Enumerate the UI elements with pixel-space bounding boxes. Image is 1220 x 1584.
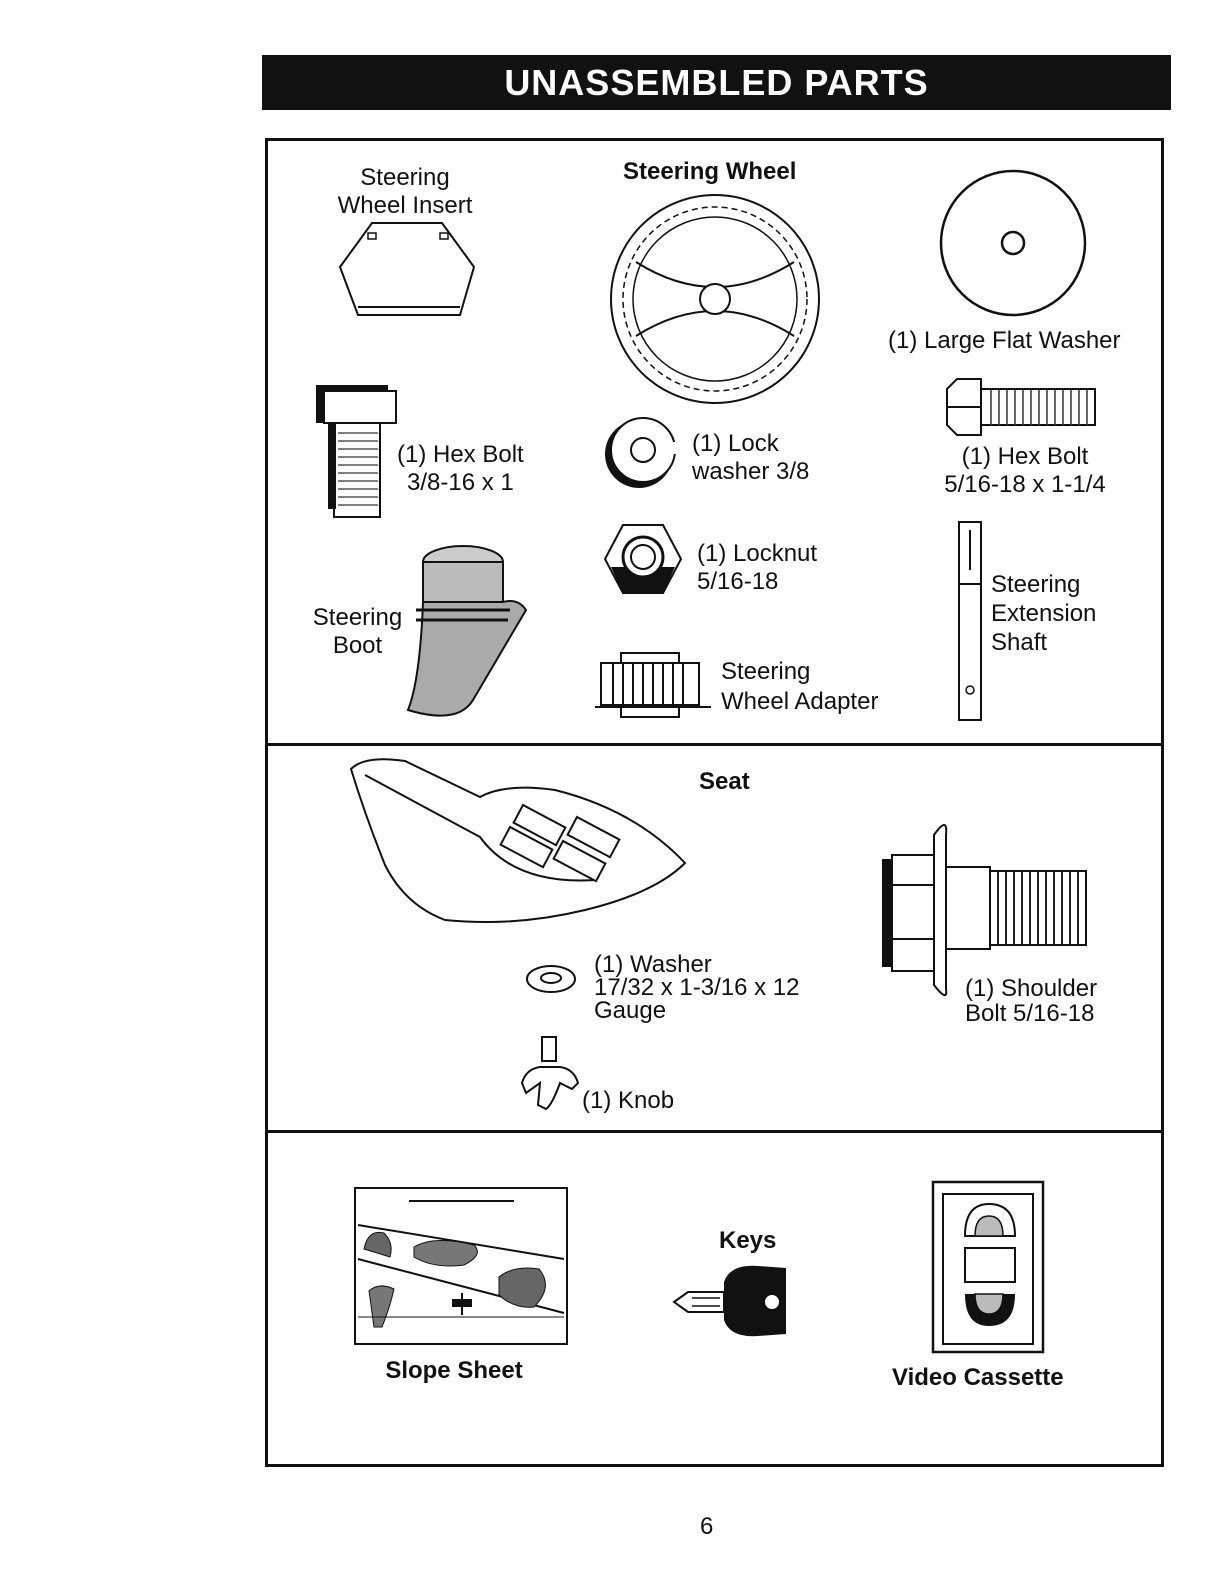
shoulder-bolt-icon bbox=[882, 824, 1087, 996]
slope-sheet-icon bbox=[354, 1187, 568, 1345]
washer-label: (1) Washer 17/32 x 1-3/16 x 12 Gauge bbox=[594, 951, 800, 1024]
large-flat-washer-label: (1) Large Flat Washer bbox=[888, 327, 1121, 354]
hex-bolt-3-8-icon bbox=[316, 385, 397, 518]
slope-sheet-label: Slope Sheet bbox=[385, 1357, 523, 1384]
hex-bolt-3-8-label: (1) Hex Bolt 3/8-16 x 1 bbox=[397, 441, 524, 496]
section-divider-2 bbox=[265, 1130, 1164, 1133]
shoulder-bolt-label: (1) Shoulder Bolt 5/16-18 bbox=[965, 975, 1098, 1027]
parts-frame bbox=[265, 138, 1164, 1467]
seat-heading: Seat bbox=[699, 768, 750, 795]
steering-wheel-icon bbox=[610, 194, 820, 404]
steering-extension-shaft-label: Steering Extension Shaft bbox=[991, 571, 1097, 656]
lock-washer-icon bbox=[605, 417, 679, 488]
large-flat-washer-icon bbox=[939, 169, 1087, 317]
keys-label: Keys bbox=[719, 1227, 777, 1254]
steering-extension-shaft-icon bbox=[958, 521, 982, 721]
video-cassette-icon bbox=[931, 1180, 1045, 1354]
title-banner: UNASSEMBLED PARTS bbox=[262, 55, 1171, 110]
key-icon bbox=[672, 1265, 786, 1337]
page-number: 6 bbox=[700, 1513, 714, 1540]
knob-label: (1) Knob bbox=[582, 1087, 675, 1114]
locknut-label: (1) Locknut 5/16-18 bbox=[697, 540, 818, 595]
steering-wheel-adapter-label: Steering Wheel Adapter bbox=[721, 658, 879, 715]
knob-icon bbox=[520, 1036, 580, 1111]
page-title: UNASSEMBLED PARTS bbox=[504, 62, 929, 103]
steering-wheel-heading: Steering Wheel bbox=[623, 158, 797, 185]
steering-wheel-adapter-icon bbox=[595, 652, 711, 718]
seat-icon bbox=[349, 758, 687, 923]
washer-icon bbox=[526, 965, 576, 993]
video-cassette-label: Video Cassette bbox=[892, 1364, 1064, 1391]
steering-boot-icon bbox=[406, 545, 528, 717]
locknut-icon bbox=[603, 524, 683, 594]
steering-wheel-insert-icon bbox=[338, 222, 476, 316]
steering-wheel-insert-label: Steering Wheel Insert bbox=[337, 164, 473, 219]
lock-washer-label: (1) Lock washer 3/8 bbox=[692, 430, 810, 485]
section-divider-1 bbox=[265, 743, 1164, 746]
hex-bolt-5-16-icon bbox=[946, 378, 1096, 436]
hex-bolt-5-16-label: (1) Hex Bolt 5/16-18 x 1-1/4 bbox=[944, 443, 1106, 498]
steering-boot-label: Steering Boot bbox=[312, 604, 403, 659]
